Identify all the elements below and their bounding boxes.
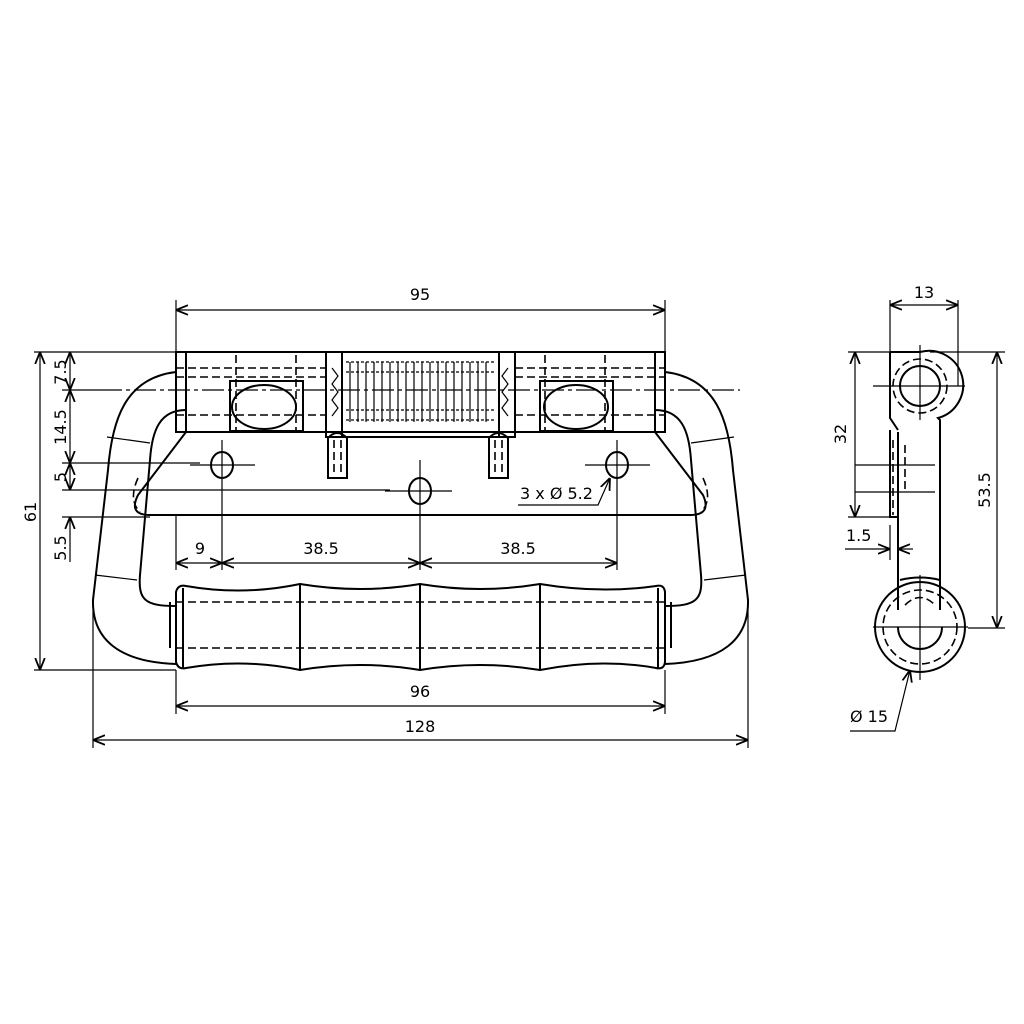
hinge-tube-right <box>514 351 666 433</box>
dim-overall-width: 128 <box>405 717 436 736</box>
slot-left <box>229 380 304 432</box>
dim-hole-spacing-left: 38.5 <box>303 539 339 558</box>
dim-plate-height: 32 <box>831 424 850 444</box>
slot-right <box>539 380 614 432</box>
handle-loop-inner-right <box>654 409 703 607</box>
dim-v2: 14.5 <box>51 409 70 445</box>
dimensions-front: 95 96 128 9 38.5 38.5 61 7.5 14.5 5 5.5 <box>21 285 749 748</box>
front-view: 95 96 128 9 38.5 38.5 61 7.5 14.5 5 5.5 <box>21 285 750 748</box>
dim-grip-length: 96 <box>410 682 430 701</box>
dim-grip-diameter: Ø 15 <box>850 707 888 726</box>
dim-v4: 5.5 <box>51 535 70 560</box>
dim-v1: 7.5 <box>51 359 70 384</box>
dim-total-height: 53.5 <box>975 472 994 508</box>
handle-loop-outer <box>91 371 177 665</box>
mounting-holes <box>190 440 650 570</box>
handle-loop-outer-right <box>664 371 750 665</box>
dim-overall-height: 61 <box>21 502 40 522</box>
dim-edge-to-hole: 9 <box>195 539 205 558</box>
dim-depth: 13 <box>914 283 934 302</box>
pin-right <box>488 432 509 479</box>
dim-top-width: 95 <box>410 285 430 304</box>
dim-hole-spacing-right: 38.5 <box>500 539 536 558</box>
handle-loop-inner <box>138 409 187 607</box>
spring <box>325 351 516 438</box>
dim-v3: 5 <box>51 472 70 482</box>
hole-callout: 3 x Ø 5.2 <box>520 484 593 503</box>
side-view: 13 32 53.5 1.5 Ø 15 <box>831 283 1005 732</box>
grip <box>169 582 672 672</box>
dim-thickness: 1.5 <box>846 526 871 545</box>
pin-left <box>327 432 348 479</box>
dimensions-side: 13 32 53.5 1.5 Ø 15 <box>831 283 1005 732</box>
